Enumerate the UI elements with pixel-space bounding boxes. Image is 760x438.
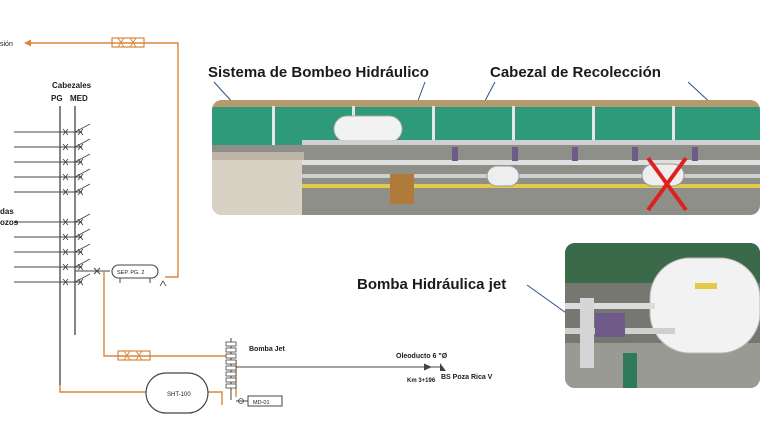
tank-vessel [145,372,209,414]
pipeline-label: Oleoducto 6 "Ø [396,353,448,360]
well-inlet-4-path [77,173,84,181]
well-inlet-5-path [77,188,84,196]
well-inlet-4-line [74,168,91,178]
well-inlet-8-path [77,248,84,256]
pump-coil [225,371,237,377]
well-inlet-7-path [62,233,69,241]
pump-coil [225,359,237,365]
separator-label: SEP. PG. 2 [117,270,144,276]
pump-coil [225,347,237,353]
top-return-line [24,37,179,278]
jet-pump-symbol [225,338,237,400]
wells-label-2: ozos [0,218,19,227]
plant-photo [212,100,760,215]
well-inlet-7-line [74,228,91,238]
pump-coil [225,383,237,389]
km-label: Km 3+196 [407,378,436,384]
well-inlet-9-line [74,258,91,268]
header-pg-label: PG [51,94,63,103]
pump-coil [225,365,237,371]
well-inlet-10-path [62,278,69,286]
well-inlet-6-path [77,218,84,226]
well-inlet-5-path [62,188,69,196]
callout-cabezal: Cabezal de Recolección [490,64,661,81]
well-inlet-5-line [74,183,91,193]
pump-coil [225,353,237,359]
jet-pump-photo [565,243,760,388]
meter-box [236,395,283,407]
well-inlet-2-path [77,143,84,151]
separator-vessel [75,264,167,287]
well-inlet-1-path [62,128,69,136]
well-inlet-10-line [74,273,91,283]
pump-label: Bomba Jet [249,346,285,353]
well-inlet-6-line [74,213,91,223]
well-inlet-1-path [77,128,84,136]
well-inlet-6-path [62,218,69,226]
pump-coil [225,341,237,347]
well-inlet-10-path [77,278,84,286]
bs-label: BS Poza Rica V [441,374,493,381]
well-inlet-2-line [74,138,91,148]
well-inlet-9-path [62,263,69,271]
wells-label-1: das [0,207,14,216]
well-inlet-lines [14,123,91,286]
well-inlet-2-path [62,143,69,151]
well-inlet-8-path [62,248,69,256]
top-line-label: sión [0,41,13,48]
pipeline [236,363,446,371]
meter-label: MD-01 [253,400,270,406]
well-inlet-1-line [74,123,91,133]
pump-coil [225,377,237,383]
well-inlet-3-path [77,158,84,166]
orange-flow-lines [59,271,237,405]
header-med-label: MED [70,94,88,103]
tank-label: SHT-100 [167,392,191,398]
callout-bombeo: Sistema de Bombeo Hidráulico [208,64,429,81]
well-inlet-3-path [62,158,69,166]
well-inlet-9-path [77,263,84,271]
well-inlet-8-line [74,243,91,253]
well-inlet-3-line [74,153,91,163]
callout-bomba-jet: Bomba Hidráulica jet [357,276,507,293]
well-inlet-7-path [77,233,84,241]
well-inlet-4-path [62,173,69,181]
header-title: Cabezales [52,81,92,90]
